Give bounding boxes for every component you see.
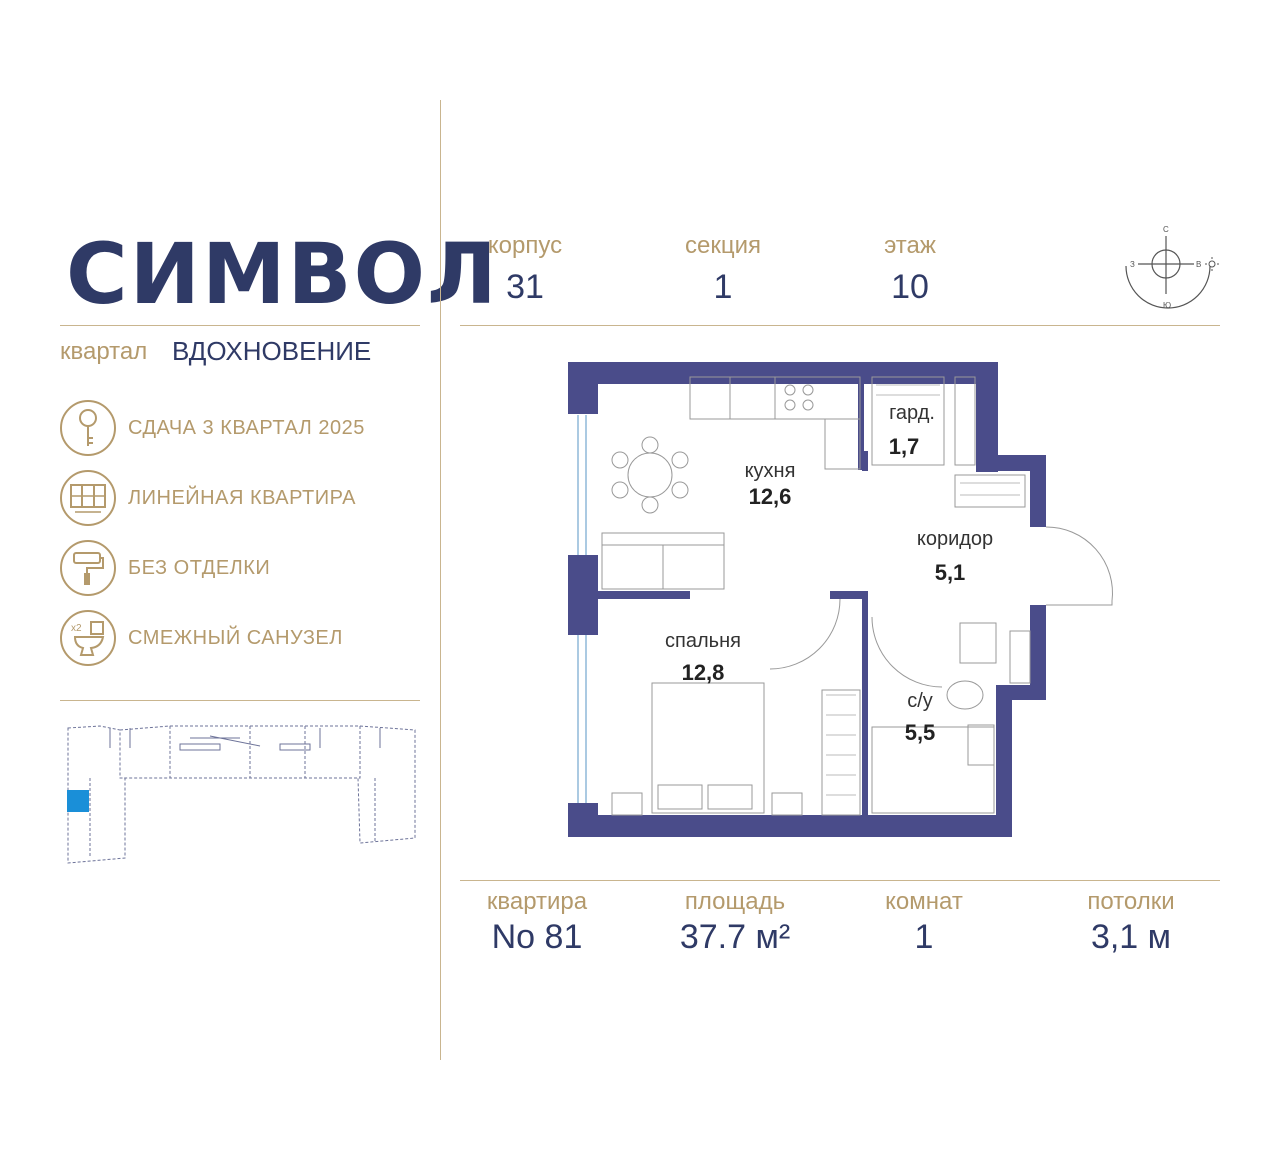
- section-label: секция: [685, 232, 761, 259]
- compass-icon: С Ю З В: [1125, 225, 1219, 310]
- toilet-badge: x2: [71, 623, 82, 634]
- building-value: 31: [506, 268, 544, 306]
- area-label: площадь: [684, 888, 786, 915]
- floor-value: 10: [891, 268, 929, 306]
- compass-south: Ю: [1163, 301, 1171, 310]
- room-area-kitchen: 12,6: [748, 484, 792, 509]
- feature-label: БЕЗ ОТДЕЛКИ: [128, 556, 271, 579]
- feature-delivery: СДАЧА 3 КВАРТАЛ 2025: [60, 400, 365, 456]
- compass-west: З: [1130, 260, 1135, 269]
- district-prefix: квартал: [60, 338, 148, 365]
- apartment-number: No 81: [491, 918, 583, 956]
- building-label: корпус: [487, 232, 563, 259]
- apartment-floor-plan: [568, 362, 1113, 837]
- paint-roller-icon: [60, 540, 116, 596]
- area-value: 37.7 м²: [679, 918, 791, 956]
- feature-label: СМЕЖНЫЙ САНУЗЕЛ: [128, 626, 343, 649]
- rooms-count-value: 1: [914, 918, 934, 956]
- ceilings-value: 3,1 м: [1090, 918, 1172, 956]
- divider: [460, 325, 1220, 326]
- brand-logo: СИМВОЛ: [66, 225, 499, 323]
- room-label-bathroom: с/у: [907, 690, 933, 712]
- room-label-wardrobe: гард.: [889, 402, 935, 424]
- window-layout-icon: [60, 470, 116, 526]
- room-area-corridor: 5,1: [934, 560, 966, 585]
- feature-label: СДАЧА 3 КВАРТАЛ 2025: [128, 416, 365, 439]
- divider: [60, 325, 420, 326]
- room-label-kitchen: кухня: [744, 460, 796, 482]
- feature-finish: БЕЗ ОТДЕЛКИ: [60, 540, 270, 596]
- room-area-bathroom: 5,5: [904, 720, 936, 745]
- key-icon: [60, 400, 116, 456]
- feature-layout: ЛИНЕЙНАЯ КВАРТИРА: [60, 470, 356, 526]
- divider: [60, 700, 420, 701]
- apartment-label: квартира: [486, 888, 588, 915]
- room-area-bedroom: 12,8: [681, 660, 725, 685]
- feature-label: ЛИНЕЙНАЯ КВАРТИРА: [128, 486, 356, 509]
- district-name: ВДОХНОВЕНИЕ: [172, 336, 372, 366]
- toilet-icon: x2: [60, 610, 116, 666]
- building-key-plan: [67, 725, 416, 864]
- divider: [460, 880, 1220, 881]
- room-label-corridor: коридор: [916, 528, 994, 550]
- feature-bathroom: x2 СМЕЖНЫЙ САНУЗЕЛ: [60, 610, 343, 666]
- ceilings-label: потолки: [1087, 888, 1175, 915]
- compass-north: С: [1163, 225, 1169, 234]
- sun-icon: [1205, 257, 1219, 271]
- rooms-count-label: комнат: [885, 888, 963, 915]
- section-value: 1: [713, 268, 733, 306]
- room-label-bedroom: спальня: [665, 630, 741, 652]
- room-area-wardrobe: 1,7: [888, 434, 920, 459]
- selected-apartment-marker: [67, 790, 89, 812]
- compass-east: В: [1196, 260, 1201, 269]
- floor-label: этаж: [884, 232, 936, 259]
- vertical-divider: [440, 100, 441, 1060]
